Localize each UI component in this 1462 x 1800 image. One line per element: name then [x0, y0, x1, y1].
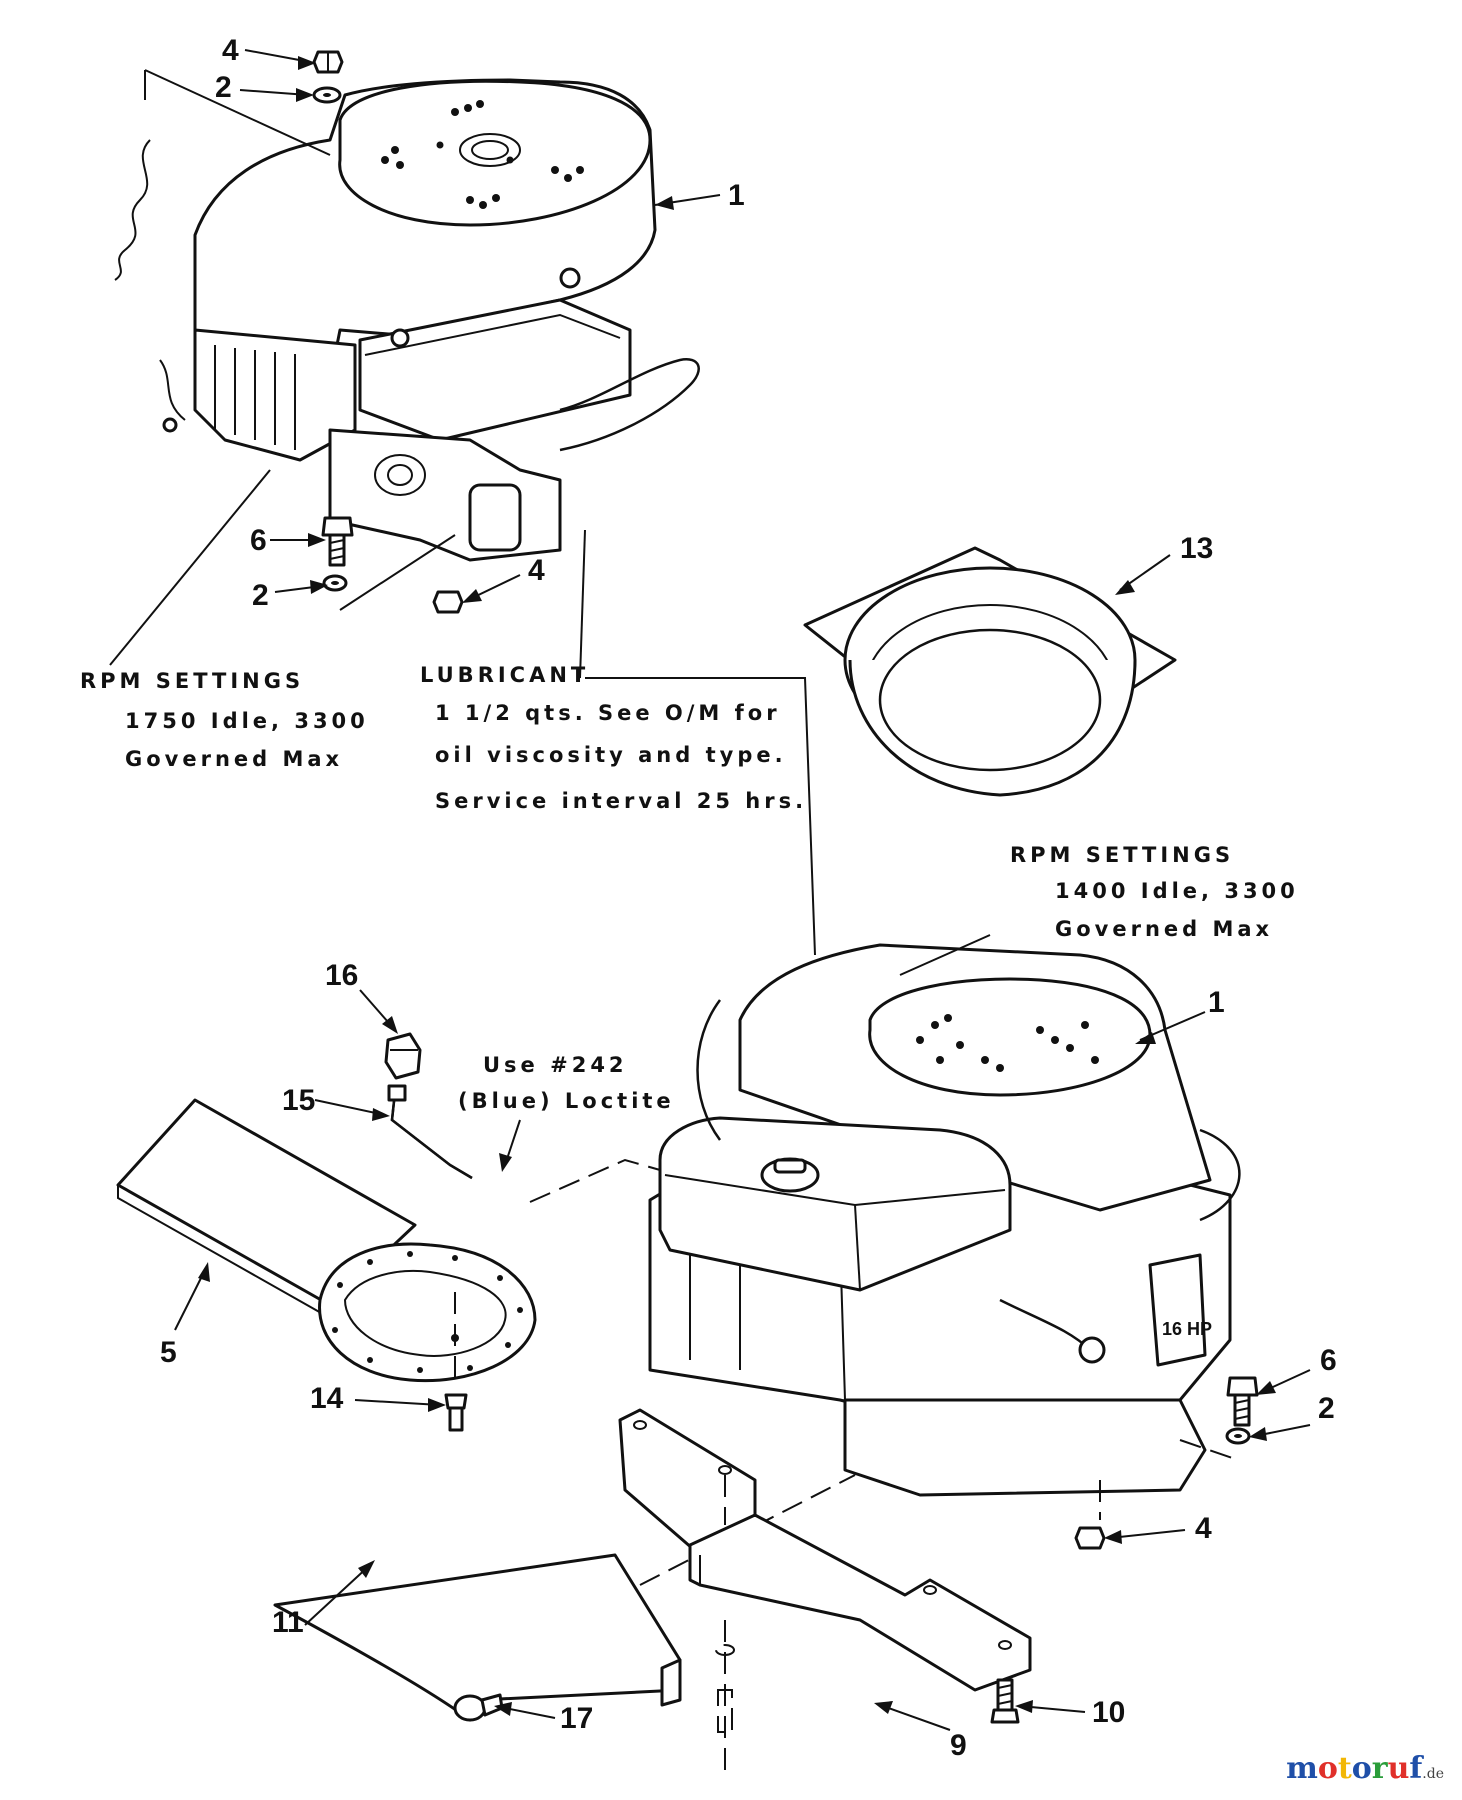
bolt-17-drawing	[453, 1693, 504, 1722]
rpm-top-line2: Governed Max	[125, 747, 343, 771]
note-loctite: Use #242 (Blue) Loctite	[458, 1053, 675, 1113]
callout-13: 13	[1180, 532, 1213, 565]
loctite-line2: (Blue) Loctite	[458, 1089, 675, 1113]
watermark-suffix: .de	[1422, 1766, 1444, 1782]
rpm-bottom-line1: 1400 Idle, 3300	[1055, 879, 1299, 903]
watermark-letter: r	[1371, 1751, 1388, 1786]
rpm-bottom-title: RPM SETTINGS	[1010, 843, 1234, 867]
callout-6-top: 6	[250, 524, 267, 557]
leader-rpm2	[899, 934, 991, 976]
lubricant-line1: 1 1/2 qts. See O/M for	[435, 701, 781, 725]
top-leaders	[109, 69, 816, 956]
callout-17: 17	[560, 1702, 593, 1735]
guard-13-drawing	[803, 546, 1177, 797]
engine-bottom-drawing: 16 HP	[648, 943, 1241, 1497]
fitting-16-drawing	[384, 1032, 422, 1080]
watermark-letter: m	[1286, 1751, 1318, 1786]
rpm-top-title: RPM SETTINGS	[80, 669, 304, 693]
nut-mid	[432, 590, 464, 614]
baffle-5-drawing	[116, 1098, 537, 1385]
note-lubricant: LUBRICANT 1 1/2 qts. See O/M for oil vis…	[420, 663, 807, 813]
lubricant-title: LUBRICANT	[420, 663, 589, 687]
callout-4-mid: 4	[528, 554, 545, 587]
callout-4-bottom: 4	[1195, 1512, 1212, 1545]
dash-deflector	[639, 1474, 856, 1586]
callout-11: 11	[272, 1606, 304, 1639]
engine-top-drawing	[114, 78, 700, 562]
deflector-11-drawing	[273, 1553, 682, 1722]
watermark-letter: t	[1337, 1751, 1352, 1786]
dash-elbow	[529, 1158, 661, 1203]
callout-5: 5	[160, 1336, 177, 1369]
watermark-brand: motoruf	[1286, 1751, 1422, 1786]
bolt-top	[321, 516, 354, 567]
callout-9: 9	[950, 1729, 967, 1762]
nut-top	[312, 50, 344, 74]
callout-16: 16	[325, 959, 358, 992]
hp-badge: 16 HP	[1162, 1319, 1212, 1339]
watermark-letter: f	[1409, 1751, 1423, 1786]
lubricant-line3: Service interval 25 hrs.	[435, 789, 807, 813]
lubricant-line2: oil viscosity and type.	[435, 743, 787, 767]
leader-5	[174, 1269, 206, 1331]
watermark-letter: o	[1351, 1751, 1372, 1786]
note-rpm-bottom: RPM SETTINGS 1400 Idle, 3300 Governed Ma…	[1010, 843, 1299, 941]
top-hardware	[312, 50, 464, 614]
dashed-hardware	[715, 1644, 735, 1733]
rpm-bottom-line2: Governed Max	[1055, 917, 1273, 941]
callout-2-top: 2	[215, 71, 232, 104]
loctite-line1: Use #242	[483, 1053, 628, 1077]
callout-4-top: 4	[222, 34, 239, 67]
callout-2-bottom: 2	[1318, 1392, 1335, 1425]
watermark-logo: motoruf.de	[1286, 1751, 1444, 1786]
leader-11	[304, 1564, 371, 1626]
bolt-10-drawing	[990, 1678, 1020, 1724]
callout-1-top: 1	[728, 179, 745, 212]
screw-14-drawing	[444, 1393, 468, 1432]
callout-10: 10	[1092, 1696, 1125, 1729]
bottom-right-hardware	[1074, 1376, 1259, 1550]
rpm-top-line1: 1750 Idle, 3300	[125, 709, 369, 733]
elbow-15-drawing	[387, 1084, 473, 1180]
callout-14: 14	[310, 1382, 344, 1415]
callout-2-mid: 2	[252, 579, 269, 612]
note-rpm-top: RPM SETTINGS 1750 Idle, 3300 Governed Ma…	[80, 669, 369, 771]
callout-1-bottom: 1	[1208, 986, 1225, 1019]
bracket-9-drawing	[618, 1408, 1032, 1770]
leader-9	[879, 1704, 951, 1731]
watermark-letter: o	[1317, 1751, 1338, 1786]
watermark-letter: u	[1387, 1751, 1410, 1786]
callout-6-bottom: 6	[1320, 1344, 1337, 1377]
callout-15: 15	[282, 1084, 315, 1117]
bolt-bottom	[1226, 1376, 1259, 1427]
hardware-arrows	[239, 49, 1311, 1544]
callout-numbers: 4 2 1 6 2 4 13 1 16 15 5 14 6 2 4 11 17 …	[160, 34, 1337, 1762]
